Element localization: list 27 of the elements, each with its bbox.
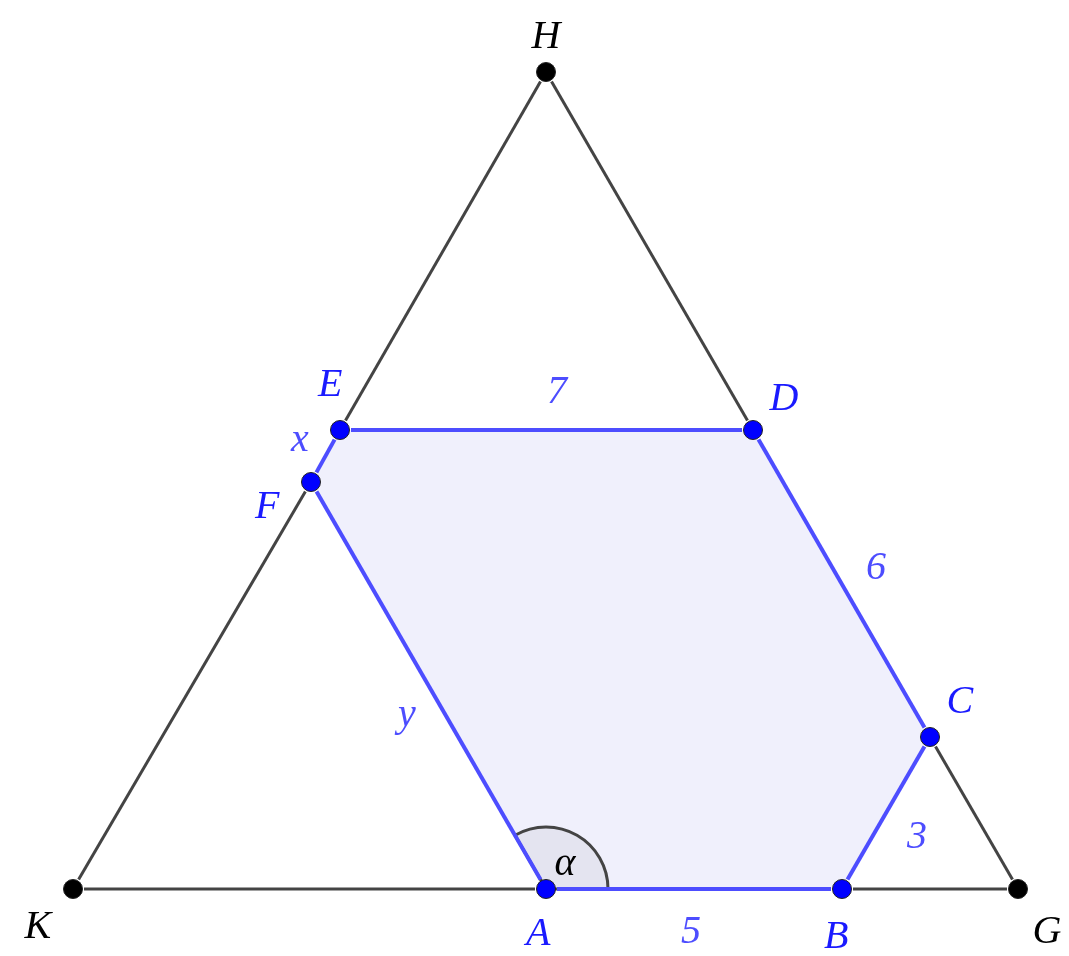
line-segment	[344, 80, 542, 422]
edge-label: 3	[907, 813, 927, 857]
line-segment	[845, 745, 927, 881]
line-segment	[314, 438, 337, 474]
point-label: H	[531, 13, 561, 57]
point-label: K	[24, 903, 52, 947]
edge-label: 5	[681, 908, 701, 952]
edge-label: x	[291, 416, 309, 460]
point-label: D	[769, 375, 799, 419]
line-segment	[550, 80, 749, 422]
point-label: A	[526, 910, 551, 954]
angle-label: α	[554, 840, 576, 884]
line-segment	[351, 428, 742, 432]
line-segment	[557, 887, 831, 891]
point-label: C	[946, 678, 974, 722]
edge-label: 7	[547, 368, 567, 412]
point-label: E	[318, 361, 343, 405]
line-segment	[853, 887, 1007, 891]
line-segment	[756, 438, 927, 729]
line-segment	[77, 490, 307, 881]
point-label: F	[255, 483, 280, 527]
point-label: B	[824, 913, 849, 956]
line-segment	[934, 745, 1014, 881]
line-segment	[84, 887, 535, 891]
point-label: G	[1032, 908, 1062, 952]
edge-label: 6	[866, 544, 886, 588]
line-segment	[314, 490, 543, 881]
